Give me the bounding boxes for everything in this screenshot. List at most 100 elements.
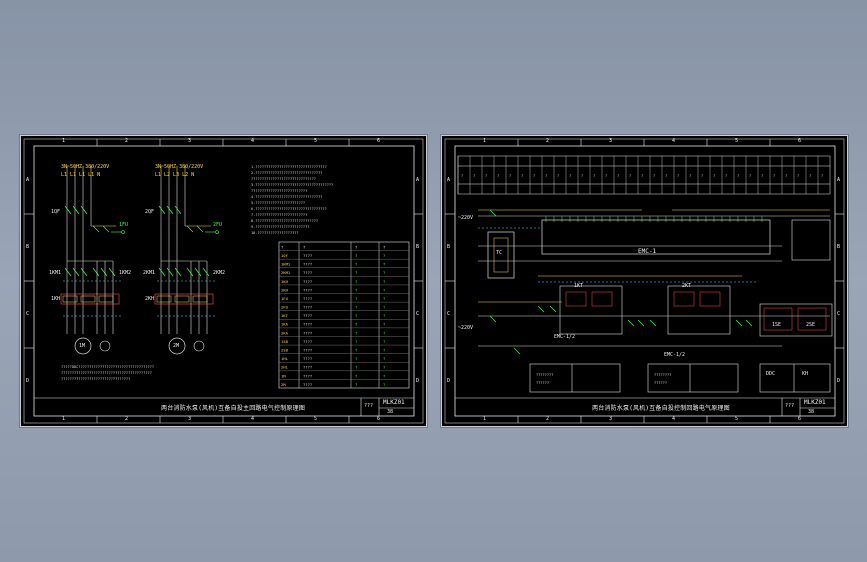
- label-1kh: 1KH: [51, 296, 61, 302]
- pump1-breakers: [64, 205, 116, 277]
- svg-text:10.???????????????????: 10.???????????????????: [251, 231, 299, 235]
- label-1se: 1SE: [772, 322, 782, 328]
- label-2se: 2SE: [806, 322, 816, 328]
- svg-text:??????????????????????????????: ????????????????????????????????????????…: [61, 371, 152, 375]
- row-letter: C: [26, 311, 30, 317]
- label-2km2: 2KM2: [213, 270, 226, 276]
- right-bottom-text: ?????????????? ??????????????: [536, 373, 671, 385]
- row-letter: B: [416, 244, 420, 250]
- top-table-cell: ?: [605, 174, 607, 178]
- left-mark-1: ???: [364, 403, 374, 409]
- right-relay-groups: [559, 219, 833, 337]
- table-cell: ?: [355, 253, 357, 258]
- table-cell: ?: [355, 313, 357, 318]
- label-2kt: 2KT: [682, 283, 692, 289]
- table-cell: ?: [383, 253, 385, 258]
- row-letter: B: [26, 244, 30, 250]
- label-1qf: 1QF: [51, 209, 61, 215]
- table-cell: ?: [383, 330, 385, 335]
- column-number: 1: [62, 416, 66, 422]
- svg-text:??????????????????????????: ??????????????????????????: [251, 189, 307, 193]
- top-table-cell: ?: [761, 174, 763, 178]
- right-top-table-columns: [457, 156, 819, 194]
- label-1m: 1M: [79, 343, 86, 349]
- supply-b-bus: L1 L2 L3 L2 N: [155, 172, 195, 178]
- supply-220v-bottom: ~220V: [458, 325, 474, 331]
- top-table-cell: ?: [665, 174, 667, 178]
- column-number: 2: [125, 138, 129, 144]
- transformer-tc: [487, 231, 515, 279]
- top-table-cell: ?: [617, 174, 619, 178]
- table-cell: ?: [355, 270, 357, 275]
- table-cell: ?: [383, 313, 385, 318]
- table-cell: ????: [303, 348, 312, 353]
- column-number: 6: [798, 416, 802, 422]
- row-letter: A: [416, 177, 420, 183]
- table-cell: ?: [355, 322, 357, 327]
- left-title-block: [34, 397, 414, 416]
- top-table-cell: ?: [749, 174, 751, 178]
- label-1fu: 1FU: [119, 222, 129, 228]
- table-cell: 2HL: [281, 365, 289, 370]
- table-cell: ?: [355, 373, 357, 378]
- right-column-ticks: [445, 139, 844, 423]
- top-table-cell: ?: [521, 174, 523, 178]
- table-cell: ?: [383, 279, 385, 284]
- row-letter: C: [837, 311, 841, 317]
- top-table-cell: ?: [461, 174, 463, 178]
- right-bottom-boxes: [529, 363, 831, 393]
- label-ddc: DDC: [766, 371, 776, 377]
- table-cell: ?: [383, 339, 385, 344]
- table-cell: ????: [303, 382, 312, 387]
- row-letter: C: [416, 311, 420, 317]
- emc-1-label: EMC-1: [638, 248, 657, 255]
- top-table-cell: ?: [497, 174, 499, 178]
- top-table-cell: ?: [725, 174, 727, 178]
- table-cell: ????: [303, 262, 312, 267]
- svg-text:4.????????????????????????????: 4.???????????????????????????????: [251, 195, 322, 199]
- table-cell: 2M: [281, 382, 286, 387]
- table-cell: ?: [355, 356, 357, 361]
- left-notes-block: 1.????????????????????????????????? 2.??…: [251, 165, 333, 235]
- top-table-cell: ?: [713, 174, 715, 178]
- column-number: 5: [314, 416, 318, 422]
- svg-text:8.????????????????????????????: 8.?????????????????????????????: [251, 219, 318, 223]
- table-cell: ????: [303, 279, 312, 284]
- top-table-cell: ?: [701, 174, 703, 178]
- row-letter: A: [447, 177, 451, 183]
- label-1kt: 1KT: [574, 283, 584, 289]
- top-table-cell: ?: [593, 174, 595, 178]
- supply-220v-top: ~220V: [458, 215, 474, 221]
- right-yellow-buses: [478, 209, 830, 303]
- svg-text:?????DDC??????????????????????: ?????DDC????????????????????????????????…: [61, 365, 154, 369]
- table-cell: ?: [383, 382, 385, 387]
- label-2qf: 2QF: [145, 209, 155, 215]
- label-1km2: 1KM2: [119, 270, 132, 276]
- pump1-yellow-wires: [66, 166, 116, 227]
- pump2-breakers: [158, 205, 210, 277]
- label-1km1: 1KM1: [49, 270, 62, 276]
- column-number: 4: [672, 416, 676, 422]
- top-table-cell: ?: [581, 174, 583, 178]
- table-cell: ????: [303, 356, 312, 361]
- table-cell: 2KH: [281, 287, 289, 292]
- right-green-contacts: [489, 209, 753, 355]
- pump2-phase-lines: [160, 178, 208, 334]
- top-table-cell: ?: [773, 174, 775, 178]
- svg-text:3.????????????????????????????: 3.????????????????????????????????????: [251, 183, 333, 187]
- svg-text:1.????????????????????????????: 1.?????????????????????????????????: [251, 165, 327, 169]
- table-cell: 1KA: [281, 322, 289, 327]
- table-cell: ????: [303, 373, 312, 378]
- supply-a-bus: L1 L1 L1 L1 N: [61, 172, 101, 178]
- table-cell: ?: [355, 365, 357, 370]
- column-number: 1: [483, 416, 487, 422]
- table-cell: ?: [355, 287, 357, 292]
- left-schematic: 1.????????????????????????????????? 2.??…: [23, 138, 424, 424]
- table-cell: ?: [383, 348, 385, 353]
- row-letter: D: [26, 378, 30, 384]
- top-table-cell: ?: [821, 174, 823, 178]
- column-number: 4: [251, 138, 255, 144]
- table-header-cell: ?: [281, 244, 283, 249]
- table-cell: ?: [383, 287, 385, 292]
- right-top-table-text: ???????????????????????????????: [461, 174, 823, 178]
